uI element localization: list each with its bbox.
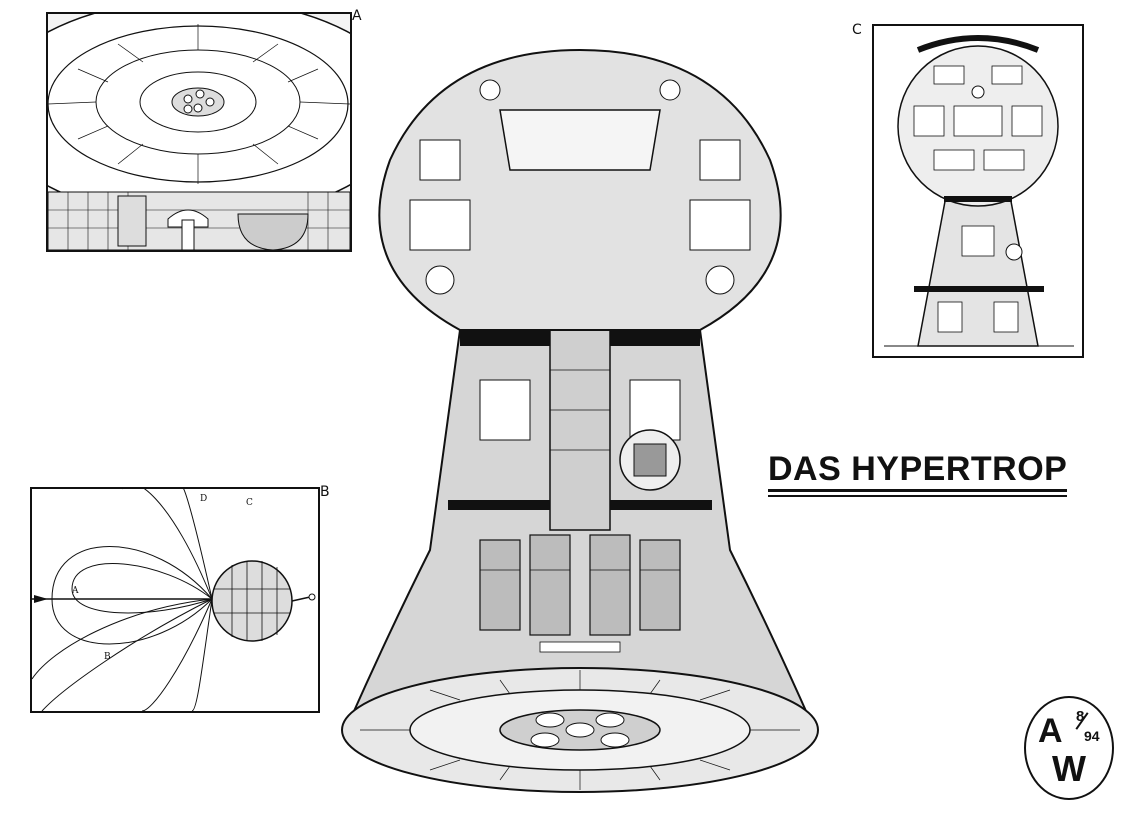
panel-a-interior-view (46, 12, 352, 252)
poster-title: DAS HYPERTROP (768, 450, 1068, 497)
panel-c-illustration (874, 26, 1082, 356)
curve-label-b: B (104, 652, 111, 662)
badge-bottom-letter: W (1052, 748, 1086, 789)
curve-label-d: D (200, 494, 207, 504)
panel-c-exterior-view (872, 24, 1084, 358)
hypertrop-cutaway-illustration (341, 48, 819, 793)
curve-label-a: A (71, 586, 79, 596)
issue-badge: A 8 94 W (1024, 696, 1114, 800)
panel-b-field-diagram: A B C D (30, 487, 320, 713)
panel-b-letter: B (320, 484, 330, 500)
panel-b-illustration: A B C D (32, 489, 318, 711)
panel-a-illustration (48, 14, 350, 250)
panel-c-letter: C (852, 22, 862, 38)
badge-top-letter: A (1038, 712, 1063, 750)
badge-issue-number: 8 (1076, 708, 1085, 725)
panel-a-letter: A (352, 8, 362, 24)
badge-year: 94 (1084, 728, 1100, 744)
curve-label-c: C (246, 498, 253, 508)
